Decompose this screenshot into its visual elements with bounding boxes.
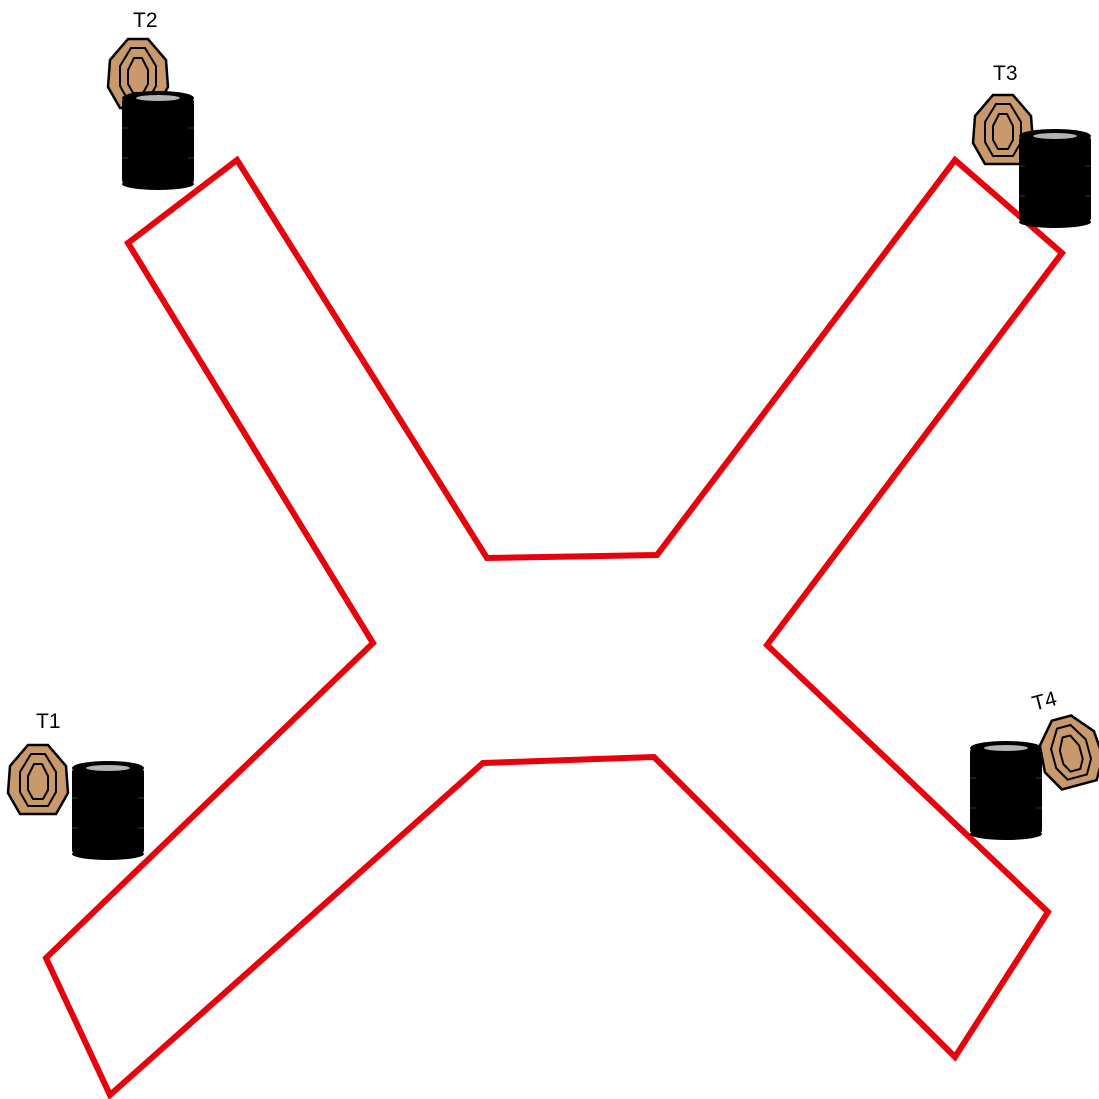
barrel-t2-icon bbox=[122, 91, 194, 190]
barrel-t4-icon bbox=[970, 741, 1042, 840]
target-t4-label: T4 bbox=[1030, 687, 1060, 716]
course-boundary bbox=[46, 160, 1062, 1095]
target-t1-icon bbox=[8, 745, 68, 814]
target-group-t3: T3 bbox=[973, 62, 1091, 228]
target-group-t1: T1 bbox=[8, 710, 144, 860]
target-group-t4: T4 bbox=[970, 687, 1099, 840]
target-t2-label: T2 bbox=[133, 9, 158, 32]
target-t1-label: T1 bbox=[36, 710, 61, 733]
barrel-t1-icon bbox=[72, 761, 144, 860]
barrel-t3-icon bbox=[1019, 129, 1091, 228]
target-group-t2: T2 bbox=[108, 9, 194, 190]
target-t3-label: T3 bbox=[993, 62, 1018, 85]
target-t4-icon bbox=[1032, 710, 1099, 792]
